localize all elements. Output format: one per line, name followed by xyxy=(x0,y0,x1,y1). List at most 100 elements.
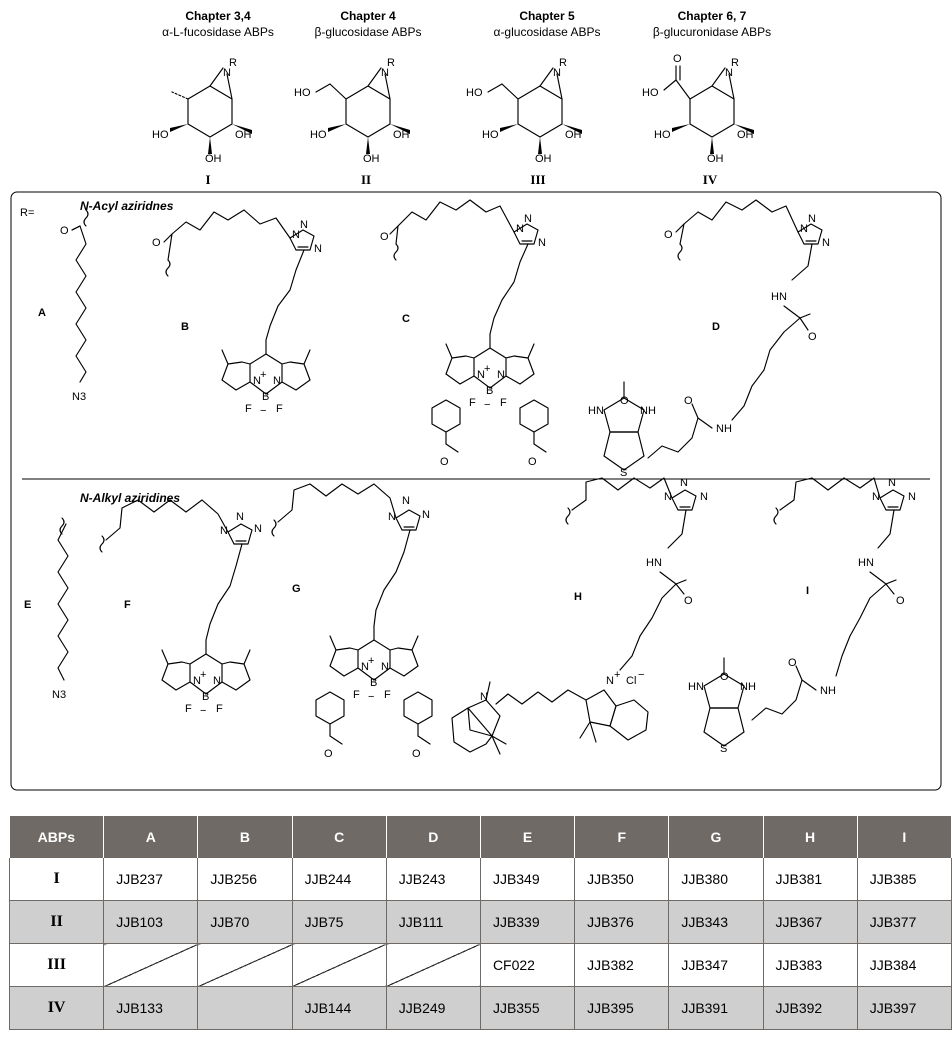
column-header: F xyxy=(574,816,670,858)
svg-text:O: O xyxy=(896,595,905,607)
group-c-label: C xyxy=(402,313,410,325)
core-1-numeral: I xyxy=(205,172,210,187)
group-h-label: H xyxy=(574,591,582,603)
svg-text:N3: N3 xyxy=(72,391,86,403)
svg-text:N: N xyxy=(381,67,389,79)
svg-text:N: N xyxy=(808,213,816,225)
svg-text:HO: HO xyxy=(310,129,327,141)
svg-text:O: O xyxy=(60,225,69,237)
svg-text:OH: OH xyxy=(565,129,582,141)
column-header: C xyxy=(292,816,387,858)
empty-cell xyxy=(103,943,199,987)
core-2-chapter: Chapter 4 xyxy=(340,9,396,23)
svg-text:R: R xyxy=(387,57,395,69)
table-cell: JJB343 xyxy=(668,900,764,944)
table-cell: JJB70 xyxy=(197,900,293,944)
svg-text:OH: OH xyxy=(393,129,410,141)
alkyl-section-title: N-Alkyl aziridines xyxy=(80,491,180,505)
svg-text:+: + xyxy=(484,363,490,375)
group-b-structure: O N N N N + N B F − F xyxy=(152,209,322,417)
svg-text:R: R xyxy=(559,57,567,69)
svg-text:N: N xyxy=(888,477,896,489)
empty-cell xyxy=(197,943,293,987)
svg-text:HN: HN xyxy=(688,681,704,693)
group-d-structure: O N N N HN O NH O O HN NH S xyxy=(588,199,830,479)
svg-text:N: N xyxy=(516,223,524,235)
svg-text:N: N xyxy=(388,511,396,523)
core-1-chapter: Chapter 3,4 xyxy=(185,9,251,23)
svg-text:O: O xyxy=(720,671,729,683)
r-label: R= xyxy=(20,207,34,219)
column-header: ABPs xyxy=(9,816,105,858)
svg-text:F: F xyxy=(384,689,391,701)
table-row: II JJB103 JJB70 JJB75 JJB111 JJB339 JJB3… xyxy=(8,900,952,944)
svg-text:N: N xyxy=(553,67,561,79)
group-i-structure: N N N HN O NH O O HN NH S xyxy=(688,477,916,755)
svg-text:O: O xyxy=(528,456,537,468)
svg-text:NH: NH xyxy=(820,685,836,697)
group-g-structure: N N N N + N B F − F O O xyxy=(271,483,433,760)
column-header: B xyxy=(197,816,293,858)
svg-text:OH: OH xyxy=(205,153,222,165)
group-d-label: D xyxy=(712,321,720,333)
empty-cell xyxy=(292,943,387,987)
svg-text:OH: OH xyxy=(363,153,380,165)
svg-text:NH: NH xyxy=(716,423,732,435)
svg-text:N: N xyxy=(908,491,916,503)
svg-text:N: N xyxy=(361,661,369,673)
group-e-structure: N3 xyxy=(52,517,69,701)
svg-text:HO: HO xyxy=(466,87,483,99)
svg-text:+: + xyxy=(614,669,620,681)
svg-text:N: N xyxy=(606,675,614,687)
svg-text:−: − xyxy=(638,669,644,681)
svg-text:−: − xyxy=(368,691,374,703)
column-header: G xyxy=(668,816,764,858)
svg-text:N: N xyxy=(253,375,261,387)
table-cell: JJB395 xyxy=(574,986,670,1030)
svg-text:F: F xyxy=(469,397,476,409)
svg-text:S: S xyxy=(720,743,727,755)
svg-text:S: S xyxy=(620,467,627,479)
table-cell: JJB339 xyxy=(480,900,576,944)
table-row: I JJB237 JJB256 JJB244 JJB243 JJB349 JJB… xyxy=(8,858,952,901)
core-4-target: β-glucuronidase ABPs xyxy=(653,25,771,39)
svg-text:N3: N3 xyxy=(52,689,66,701)
table-cell: JJB382 xyxy=(574,943,670,987)
svg-text:HN: HN xyxy=(646,557,662,569)
table-cell: JJB249 xyxy=(386,986,481,1030)
svg-text:F: F xyxy=(353,689,360,701)
table-row: IV JJB133 JJB144 JJB249 JJB355 JJB395 JJ… xyxy=(8,986,952,1030)
svg-text:+: + xyxy=(200,669,206,681)
svg-text:N: N xyxy=(236,511,244,523)
svg-text:N: N xyxy=(664,491,672,503)
svg-text:HO: HO xyxy=(152,129,169,141)
svg-text:O: O xyxy=(664,229,673,241)
table-cell: JJB243 xyxy=(386,858,481,901)
svg-text:N: N xyxy=(254,523,262,535)
row-header: I xyxy=(8,858,105,901)
core-3-target: α-glucosidase ABPs xyxy=(494,25,601,39)
core-2-numeral: II xyxy=(361,172,371,187)
svg-text:HO: HO xyxy=(294,87,311,99)
svg-text:F: F xyxy=(276,403,283,415)
svg-text:B: B xyxy=(370,677,377,689)
svg-text:+: + xyxy=(368,655,374,667)
row-header: IV xyxy=(8,986,105,1030)
table-cell: JJB103 xyxy=(103,900,199,944)
group-c-structure: O N N N N + N B F − F O O xyxy=(380,199,549,468)
table-cell: JJB347 xyxy=(668,943,764,987)
table-cell: JJB392 xyxy=(763,986,858,1030)
table-cell: JJB397 xyxy=(857,986,952,1030)
svg-text:N: N xyxy=(725,67,733,79)
svg-text:HO: HO xyxy=(654,129,671,141)
table-row: III CF022 JJB382 JJB347 JJB383 JJB384 xyxy=(8,943,952,987)
table-cell: JJB133 xyxy=(103,986,199,1030)
svg-text:B: B xyxy=(262,391,269,403)
core-structure-3: N R HO OH OH HO xyxy=(466,57,583,165)
svg-text:O: O xyxy=(673,53,682,65)
svg-text:O: O xyxy=(620,395,629,407)
group-i-label: I xyxy=(806,585,809,597)
svg-text:O: O xyxy=(380,231,389,243)
svg-text:B: B xyxy=(202,691,209,703)
svg-text:NH: NH xyxy=(640,405,656,417)
